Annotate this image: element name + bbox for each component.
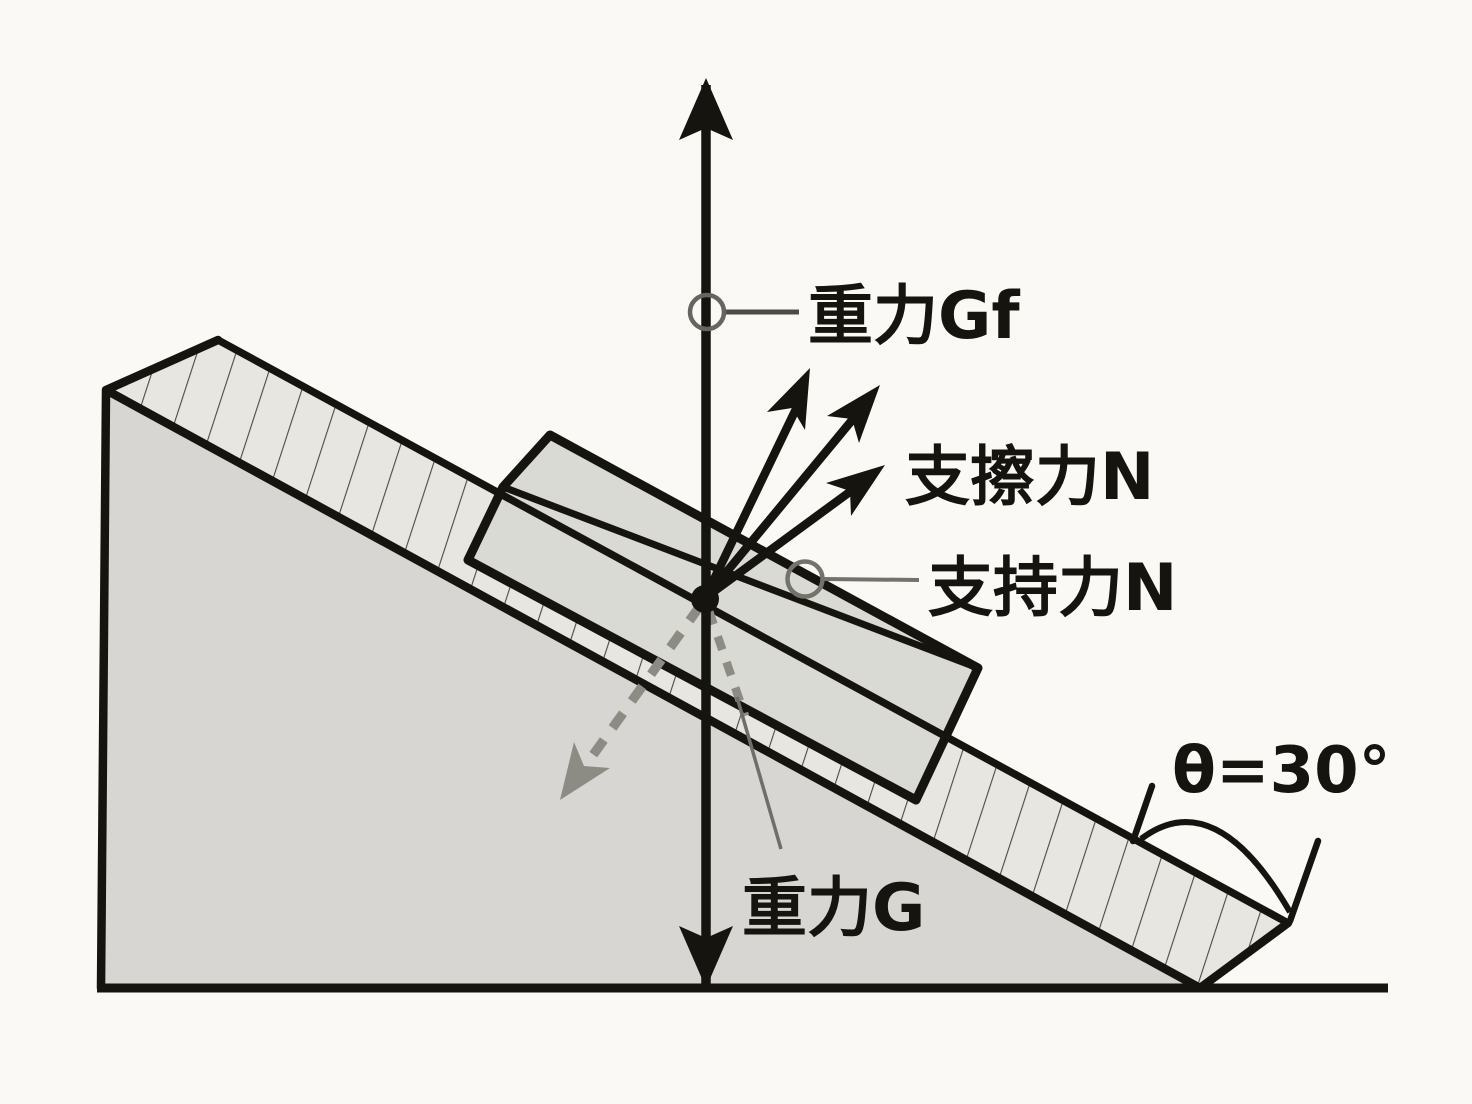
label-normal-force: 支持力N bbox=[928, 551, 1177, 626]
label-angle: θ=30° bbox=[1172, 734, 1391, 808]
vertical-force-line bbox=[679, 78, 733, 988]
contact-point-dot bbox=[691, 585, 719, 613]
gravity-f-marker bbox=[687, 292, 799, 332]
label-gravity-component: 重力Gf bbox=[808, 279, 1020, 354]
normal-force-marker bbox=[785, 559, 920, 599]
gravity-label-leader bbox=[735, 696, 783, 850]
down-arrowhead bbox=[679, 926, 733, 988]
wedge-outline bbox=[96, 335, 1293, 993]
label-gravity: 重力G bbox=[742, 871, 925, 946]
up-arrowhead bbox=[679, 78, 733, 140]
angle-mark bbox=[1129, 782, 1322, 925]
block-top-face-edge bbox=[501, 483, 980, 672]
label-support-friction: 支擦力N bbox=[905, 440, 1154, 515]
incline-surface-line bbox=[214, 336, 1292, 927]
force-arrow-fan bbox=[701, 368, 885, 602]
